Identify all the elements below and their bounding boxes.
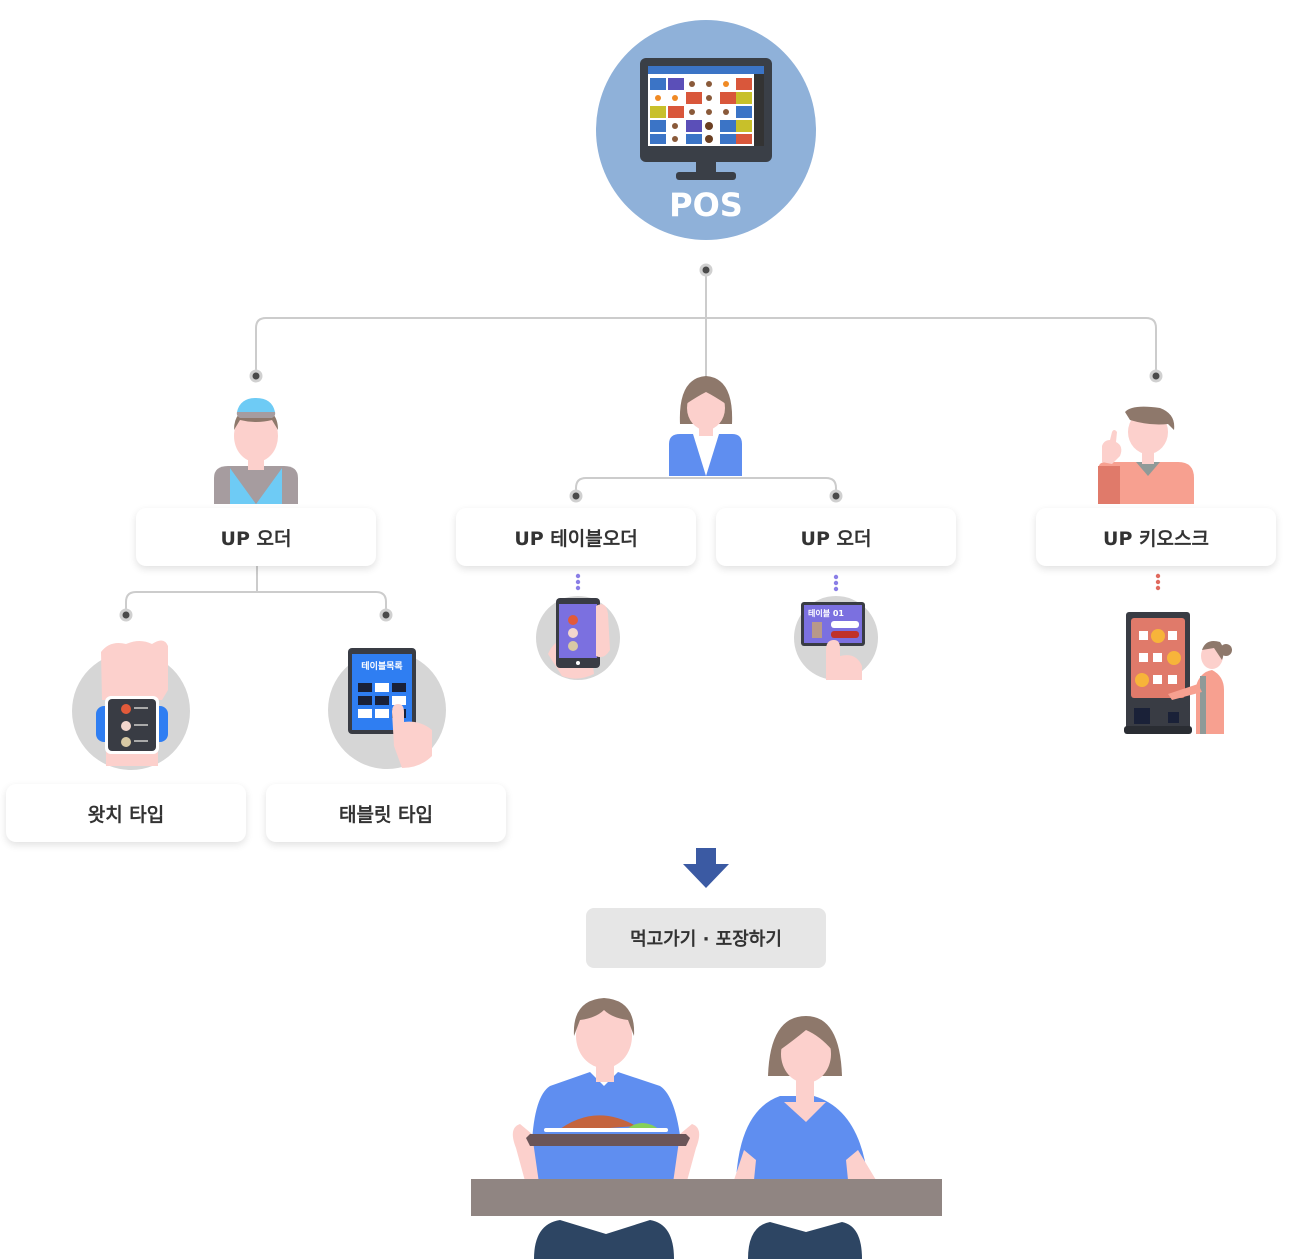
result-label: 먹고가기 · 포장하기: [630, 929, 782, 950]
node-dot: [829, 489, 843, 503]
pos-node: POS: [596, 20, 816, 240]
card-label: UP 오더: [220, 527, 292, 550]
card-label: UP 키오스크: [1103, 527, 1209, 550]
node-dot: [1149, 369, 1163, 383]
card-label: 왓치 타입: [87, 803, 165, 826]
card-up-order[interactable]: UP 오더: [136, 508, 376, 566]
pos-label: POS: [669, 186, 743, 224]
node-dot: [379, 608, 393, 622]
node-dot: [699, 263, 713, 277]
connector-woman-children: [575, 477, 837, 496]
card-up-kiosk[interactable]: UP 키오스크: [1036, 508, 1276, 566]
card-label: 태블릿 타입: [338, 803, 433, 826]
node-dot: [569, 489, 583, 503]
card-up-table-order[interactable]: UP 테이블오더: [456, 508, 696, 566]
purple-dotted-connector: [575, 573, 839, 592]
card-watch-type[interactable]: 왓치 타입: [6, 784, 246, 842]
result-label-box: 먹고가기 · 포장하기: [586, 908, 826, 968]
node-dot: [249, 369, 263, 383]
monitor-icon: [640, 58, 772, 180]
card-tablet-type[interactable]: 태블릿 타입: [266, 784, 506, 842]
card-label: UP 테이블오더: [514, 527, 638, 550]
card-up-order-2[interactable]: UP 오더: [716, 508, 956, 566]
card-label: UP 오더: [800, 527, 872, 550]
node-dot: [119, 608, 133, 622]
red-dotted-connector: [1155, 573, 1161, 591]
connector-top-level: [255, 317, 1157, 376]
connector-order-children: [125, 591, 387, 615]
